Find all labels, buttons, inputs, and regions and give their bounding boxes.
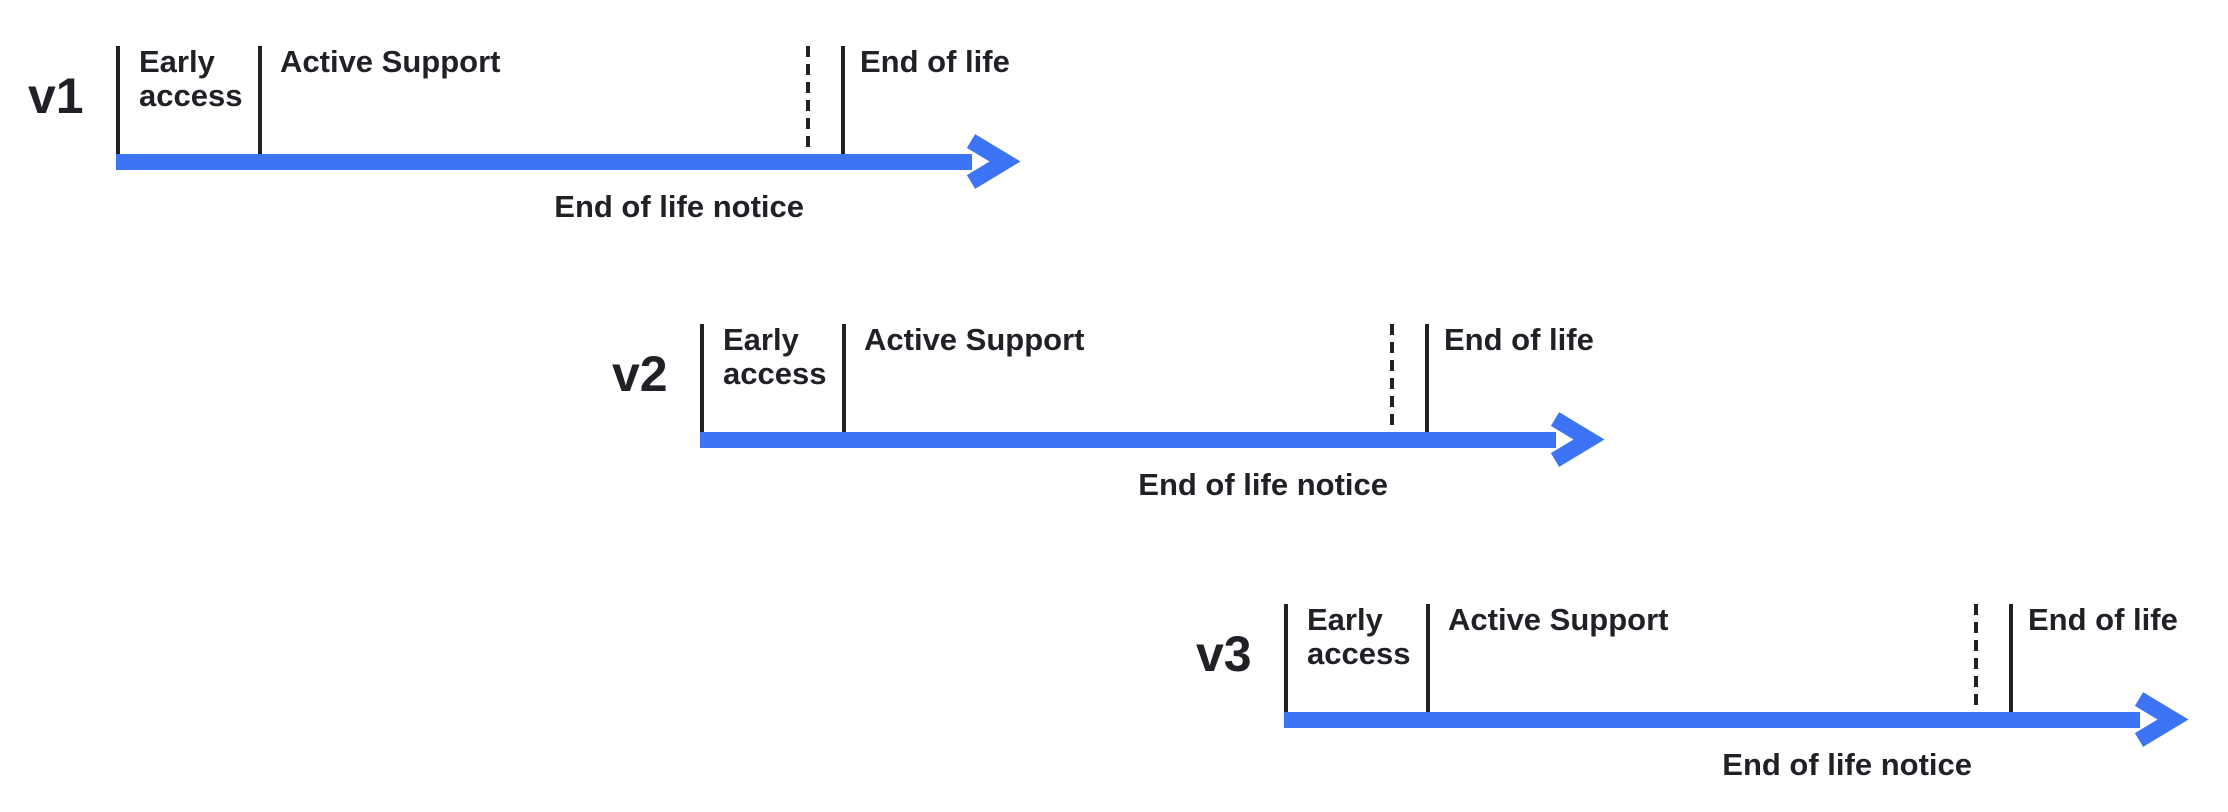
version-label: v1	[28, 68, 84, 124]
timeline-row-v2: v2 Early access Active Support End of li…	[584, 278, 1614, 513]
timeline-graphic	[1284, 604, 2189, 747]
early-access-label: Early access	[1307, 602, 1411, 671]
end-of-life-notice-label: End of life notice	[1138, 467, 1388, 502]
end-of-life-notice-label: End of life notice	[1722, 747, 1972, 782]
timeline-row-v1: v1 Early access Active Support End of li…	[0, 0, 1030, 235]
end-of-life-label: End of life	[2028, 602, 2178, 637]
end-of-life-label: End of life	[1444, 322, 1594, 357]
timeline-arrowhead-icon	[1550, 412, 1605, 467]
timeline-graphic	[116, 46, 1021, 189]
timeline-arrow-shaft	[116, 154, 972, 170]
timeline-arrow-shaft	[1284, 712, 2140, 728]
timeline-arrow-shaft	[700, 432, 1556, 448]
timeline-row-v3: v3 Early access Active Support End of li…	[1168, 558, 2198, 793]
version-label: v2	[612, 346, 668, 402]
timeline-arrowhead-icon	[966, 134, 1021, 189]
end-of-life-notice-label: End of life notice	[554, 189, 804, 224]
version-label: v3	[1196, 626, 1252, 682]
timeline-graphic	[700, 324, 1605, 467]
active-support-label: Active Support	[864, 322, 1085, 357]
active-support-label: Active Support	[1448, 602, 1669, 637]
early-access-label: Early access	[139, 44, 243, 113]
timeline-arrowhead-icon	[2134, 692, 2189, 747]
end-of-life-label: End of life	[860, 44, 1010, 79]
active-support-label: Active Support	[280, 44, 501, 79]
early-access-label: Early access	[723, 322, 827, 391]
